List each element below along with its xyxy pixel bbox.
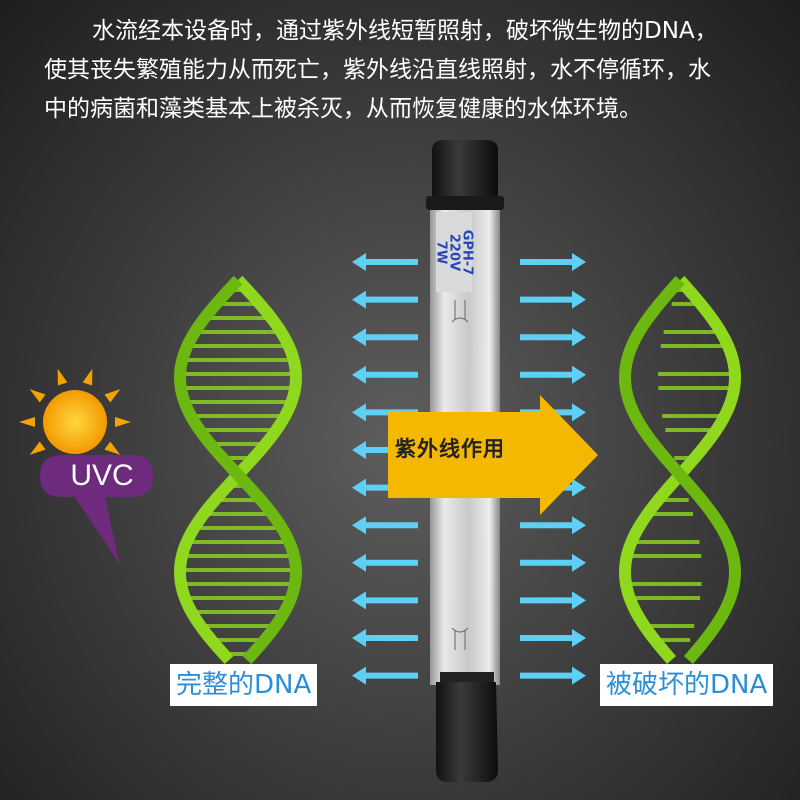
uvc-badge: UVC <box>70 459 134 492</box>
arrow-right <box>520 290 586 309</box>
sun-ray <box>19 417 35 427</box>
arrow-right <box>520 666 586 685</box>
uv-lamp <box>426 140 504 782</box>
arrow-right <box>520 253 586 271</box>
description-line: 中的病菌和藻类基本上被杀灭，从而恢复健康的水体环境。 <box>44 96 642 122</box>
arrow-left <box>352 629 418 647</box>
sun-icon <box>19 368 131 476</box>
dna-strand <box>619 276 742 664</box>
arrow-left <box>352 553 418 572</box>
arrow-right <box>520 553 586 572</box>
description-text: 水流经本设备时，通过紫外线短暂照射，破坏微生物的DNA， 使其丧失繁殖能力从而死… <box>44 12 784 129</box>
arrow-right <box>520 591 586 610</box>
arrow-left <box>352 328 418 347</box>
sun-ray <box>29 389 46 403</box>
action-label: 紫外线作用 <box>395 437 505 461</box>
sun-ray <box>115 417 131 427</box>
arrow-left <box>352 666 418 685</box>
description-line: 水流经本设备时，通过紫外线短暂照射，破坏微生物的DNA， <box>92 18 718 44</box>
arrow-right <box>520 365 586 384</box>
arrow-left <box>352 253 418 271</box>
sun-ray <box>82 368 93 386</box>
sun-ray <box>104 389 121 403</box>
dna-strand <box>173 275 302 665</box>
damaged-dna-label: 被破坏的DNA <box>600 664 774 706</box>
sun-ray <box>104 441 121 455</box>
description-line: 使其丧失繁殖能力从而死亡，紫外线沿直线照射，水不停循环，水 <box>44 57 711 83</box>
dna-strand <box>174 275 303 665</box>
arrow-left <box>352 441 418 459</box>
intact-dna-helix <box>173 275 303 665</box>
damaged-dna-helix <box>618 276 742 664</box>
action-arrow <box>388 395 598 515</box>
lamp-label: GPH-7 220V 7W <box>434 213 475 291</box>
arrow-right <box>520 629 586 647</box>
arrow-left <box>352 516 418 535</box>
lamp-voltage: 220V <box>446 233 462 271</box>
uvc-badge-bg <box>40 455 153 565</box>
dna-strand <box>618 276 741 664</box>
arrow-left <box>352 365 418 384</box>
arrow-left <box>352 591 418 610</box>
intact-dna-label: 完整的DNA <box>170 664 318 706</box>
arrow-left <box>352 290 418 309</box>
arrow-right <box>520 328 586 347</box>
sun-ray <box>57 368 68 386</box>
arrow-left <box>352 478 418 497</box>
arrow-right <box>520 516 586 535</box>
arrow-left <box>352 403 418 422</box>
sun-ray <box>29 441 46 455</box>
lamp-model: GPH-7 <box>459 229 475 275</box>
